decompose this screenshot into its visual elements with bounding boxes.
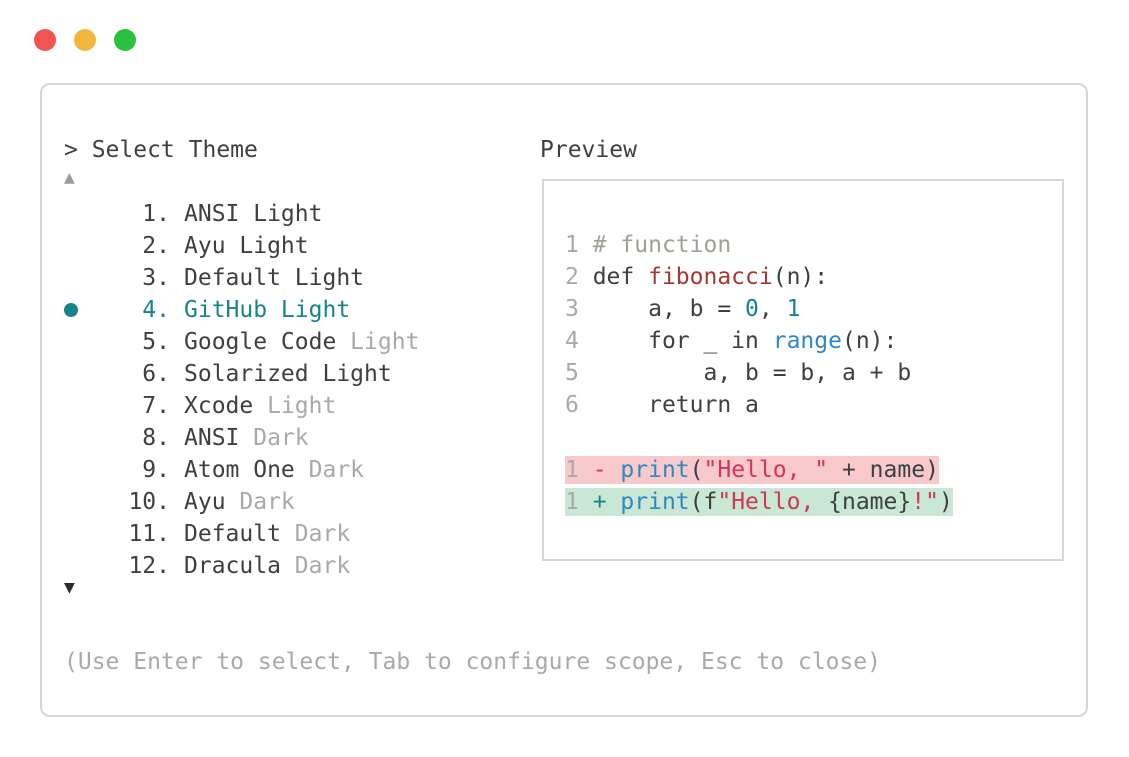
theme-item-label: GitHub Light: [184, 297, 351, 323]
theme-item-label: Ayu: [184, 489, 226, 515]
theme-item-ansi-light[interactable]: 1. ANSI Light: [64, 198, 504, 230]
theme-item-default-light[interactable]: 3. Default Light: [64, 262, 504, 294]
theme-item-atom-one-dark[interactable]: 9. Atom One Dark: [64, 454, 504, 486]
theme-item-variant: Light: [253, 393, 337, 419]
theme-picker-dialog: > Select Theme Preview ▲ 1. ANSI Light 2. A…: [40, 83, 1088, 717]
code-line: 6 return a: [565, 392, 759, 418]
theme-item-number: 2.: [142, 233, 170, 259]
theme-item-number: 5.: [142, 329, 170, 355]
code-line: 5 a, b = b, a + b: [565, 360, 912, 386]
theme-item-label: Default: [184, 521, 281, 547]
theme-item-number: 9.: [142, 457, 170, 483]
theme-item-number: 8.: [142, 425, 170, 451]
theme-list: 1. ANSI Light 2. Ayu Light 3. Default Light 4.…: [64, 198, 504, 582]
theme-item-variant: Dark: [280, 553, 351, 579]
close-button[interactable]: [34, 29, 56, 51]
theme-item-xcode-light[interactable]: 7. Xcode Light: [64, 390, 504, 422]
theme-item-label: Solarized Light: [184, 361, 392, 387]
theme-item-number: 1.: [142, 201, 170, 227]
diff-removed-line: 1 - print("Hello, " + name): [565, 453, 953, 485]
minimize-button[interactable]: [74, 29, 96, 51]
code-line: 2 def fibonacci(n):: [565, 264, 829, 290]
selected-bullet-icon: [64, 303, 78, 317]
diff-removed-highlight: 1 - print("Hello, " + name): [565, 455, 939, 484]
theme-item-github-light[interactable]: 4. GitHub Light: [64, 294, 504, 326]
theme-item-label: Default Light: [184, 265, 365, 291]
theme-item-label: Dracula: [184, 553, 281, 579]
theme-item-variant: Dark: [280, 521, 351, 547]
theme-item-label: ANSI Light: [184, 201, 323, 227]
theme-item-ansi-dark[interactable]: 8. ANSI Dark: [64, 422, 504, 454]
theme-item-variant: Dark: [239, 425, 309, 451]
theme-item-label: ANSI: [184, 425, 240, 451]
theme-item-default-dark[interactable]: 11. Default Dark: [64, 518, 504, 550]
theme-item-variant: Dark: [225, 489, 295, 515]
theme-item-google-code-light[interactable]: 5. Google Code Light: [64, 326, 504, 358]
preview-title: Preview: [540, 137, 637, 163]
theme-item-number: 4.: [142, 297, 170, 323]
theme-item-number: 3.: [142, 265, 170, 291]
theme-item-label: Google Code: [184, 329, 337, 355]
theme-item-marker: [64, 303, 88, 317]
preview-panel: 1 # function 2 def fibonacci(n): 3 a, b = …: [542, 179, 1064, 561]
code-blank-line: [565, 421, 953, 453]
theme-item-label: Ayu Light: [184, 233, 309, 259]
theme-item-solarized-light[interactable]: 6. Solarized Light: [64, 358, 504, 390]
theme-item-ayu-light[interactable]: 2. Ayu Light: [64, 230, 504, 262]
scroll-down-icon[interactable]: ▼: [64, 577, 75, 598]
theme-item-number: 12.: [128, 553, 170, 579]
theme-picker-title: > Select Theme: [64, 137, 258, 163]
theme-item-ayu-dark[interactable]: 10. Ayu Dark: [64, 486, 504, 518]
theme-item-label: Atom One: [184, 457, 295, 483]
theme-item-number: 11.: [128, 521, 170, 547]
code-line: 3 a, b = 0, 1: [565, 296, 801, 322]
help-text: (Use Enter to select, Tab to configure s…: [64, 649, 881, 675]
theme-item-number: 6.: [142, 361, 170, 387]
theme-item-variant: Dark: [294, 457, 365, 483]
diff-added-line: 1 + print(f"Hello, {name}!"): [565, 485, 953, 517]
zoom-button[interactable]: [114, 29, 136, 51]
theme-item-dracula-dark[interactable]: 12. Dracula Dark: [64, 550, 504, 582]
preview-code: 1 # function 2 def fibonacci(n): 3 a, b = …: [565, 229, 953, 517]
scroll-up-icon[interactable]: ▲: [64, 167, 75, 188]
theme-item-variant: Light: [336, 329, 420, 355]
diff-added-highlight: 1 + print(f"Hello, {name}!"): [565, 487, 953, 516]
theme-item-label: Xcode: [184, 393, 254, 419]
theme-item-number: 10.: [128, 489, 170, 515]
theme-item-number: 7.: [142, 393, 170, 419]
code-line: 4 for _ in range(n):: [565, 328, 898, 354]
code-line: 1 # function: [565, 232, 732, 258]
